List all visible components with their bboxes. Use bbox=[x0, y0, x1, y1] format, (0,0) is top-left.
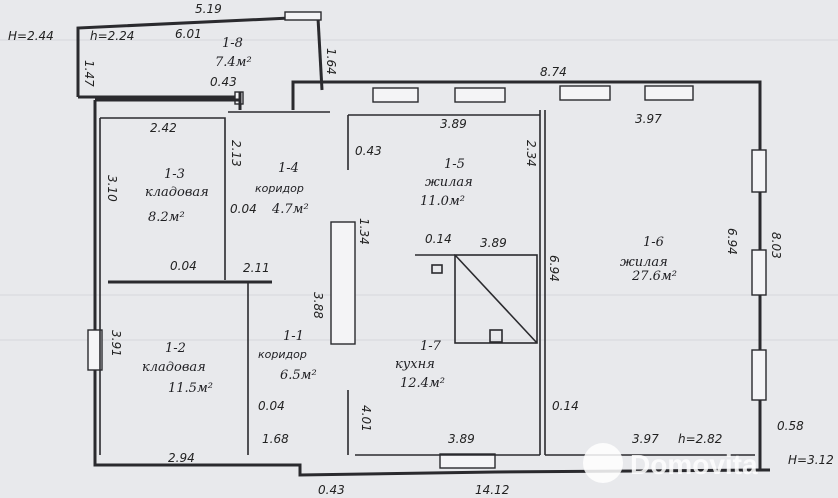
dim-wall-f: 0.14 bbox=[552, 399, 579, 413]
room-area: 27.6м² bbox=[631, 269, 677, 284]
dim-veranda-width: 6.01 bbox=[175, 27, 202, 41]
dim-wall-d: 0.14 bbox=[425, 232, 452, 246]
dim-storage3-width: 2.42 bbox=[150, 121, 177, 135]
dim-bottom-total: 14.12 bbox=[475, 483, 509, 497]
interior-walls bbox=[99, 110, 755, 456]
room-name: коридор bbox=[255, 182, 304, 195]
dim-kitchen-left: 1.34 bbox=[357, 218, 371, 245]
dim-room5-width: 3.89 bbox=[440, 117, 467, 131]
ceiling-label: H=2.44 bbox=[8, 29, 54, 43]
watermark: Domovita bbox=[583, 443, 758, 483]
room-area: 8.2м² bbox=[148, 210, 185, 225]
dim-wall-b: 0.04 bbox=[230, 202, 257, 216]
room-name: жилая bbox=[425, 175, 473, 190]
room-labels: 1-8 7.4м² 1-3 кладовая 8.2м² 1-4 коридор… bbox=[142, 36, 677, 396]
dim-kitchen-right: 6.94 bbox=[547, 255, 561, 282]
watermark-logo-icon bbox=[583, 443, 623, 483]
dim-room6-ceiling: h=2.82 bbox=[678, 432, 722, 446]
dim-kitchen-width: 3.89 bbox=[480, 236, 507, 250]
room-1-4: 1-4 коридор 4.7м² bbox=[255, 161, 309, 217]
dim-storage2-width: 2.94 bbox=[168, 451, 195, 465]
dim-wall-c: 0.04 bbox=[170, 259, 197, 273]
dim-veranda-bottom: 0.43 bbox=[210, 75, 237, 89]
room-1-3: 1-3 кладовая 8.2м² bbox=[145, 167, 209, 225]
dim-wall-e: 0.04 bbox=[258, 399, 285, 413]
room-area: 4.7м² bbox=[271, 202, 309, 217]
dim-wall-g: 0.58 bbox=[777, 419, 804, 433]
room-1-6: 1-6 жилая 27.6м² bbox=[620, 235, 677, 284]
veranda-walls bbox=[76, 11, 324, 105]
room-name: коридор bbox=[258, 348, 307, 361]
room-id: 1-3 bbox=[164, 167, 185, 182]
dim-storage2-height: 3.91 bbox=[109, 330, 123, 357]
room-area: 11.0м² bbox=[420, 194, 465, 209]
room-name: кладовая bbox=[145, 185, 209, 200]
room-id: 1-4 bbox=[278, 161, 299, 176]
dim-storage3-height: 3.10 bbox=[105, 175, 119, 202]
room-1-1: 1-1 коридор 6.5м² bbox=[258, 329, 317, 383]
background-grid bbox=[0, 39, 838, 341]
dim-kitchen-bottom: 3.89 bbox=[448, 432, 475, 446]
dim-kitchen-left-bottom: 4.01 bbox=[359, 405, 373, 432]
room-id: 1-2 bbox=[165, 341, 186, 356]
watermark-text: Domovita bbox=[630, 449, 758, 480]
dim-room6-bottom: 3.97 bbox=[632, 432, 659, 446]
dim-veranda-left: 1.47 bbox=[82, 60, 96, 87]
dim-right-outer: 8.03 bbox=[769, 232, 783, 259]
room-area: 6.5м² bbox=[280, 368, 317, 383]
room-id: 1-7 bbox=[420, 339, 442, 354]
room-name: кладовая bbox=[142, 360, 206, 375]
room-name: кухня bbox=[395, 357, 435, 372]
dim-corridor1-left: 3.88 bbox=[311, 292, 325, 319]
room-1-2: 1-2 кладовая 11.5м² bbox=[142, 341, 213, 396]
dim-wall-a: 0.43 bbox=[355, 144, 382, 158]
room-area: 11.5м² bbox=[168, 381, 213, 396]
dim-corridor1-bottom: 1.68 bbox=[262, 432, 289, 446]
dim-veranda-right: 1.64 bbox=[324, 48, 338, 75]
dimension-labels: H=2.44 5.19 h=2.24 6.01 1.64 1.47 0.43 8… bbox=[8, 2, 834, 497]
room-id: 1-8 bbox=[222, 36, 243, 51]
room-1-7: 1-7 кухня 12.4м² bbox=[395, 339, 445, 391]
dim-top-outer: 5.19 bbox=[195, 2, 222, 16]
dim-bottom-wall: 0.43 bbox=[318, 483, 345, 497]
room-1-5: 1-5 жилая 11.0м² bbox=[420, 157, 473, 209]
dim-room6-width: 3.97 bbox=[635, 112, 662, 126]
room-id: 1-6 bbox=[643, 235, 664, 250]
room-area: 7.4м² bbox=[215, 55, 252, 70]
room-id: 1-1 bbox=[283, 329, 304, 344]
room-1-8: 1-8 7.4м² bbox=[215, 36, 252, 70]
room-area: 12.4м² bbox=[400, 376, 445, 391]
outer-ceiling-label: H=3.12 bbox=[788, 453, 834, 467]
dim-corridor4-depth: 2.11 bbox=[243, 261, 270, 275]
room-id: 1-5 bbox=[444, 157, 465, 172]
dim-room5-right: 2.34 bbox=[524, 140, 538, 167]
top-windows bbox=[87, 85, 767, 469]
dim-veranda-height: h=2.24 bbox=[90, 29, 134, 43]
dim-corridor4-height: 2.13 bbox=[229, 140, 243, 167]
room-name: жилая bbox=[620, 255, 668, 270]
dim-room6-height: 6.94 bbox=[725, 228, 739, 255]
dim-house-top: 8.74 bbox=[540, 65, 567, 79]
